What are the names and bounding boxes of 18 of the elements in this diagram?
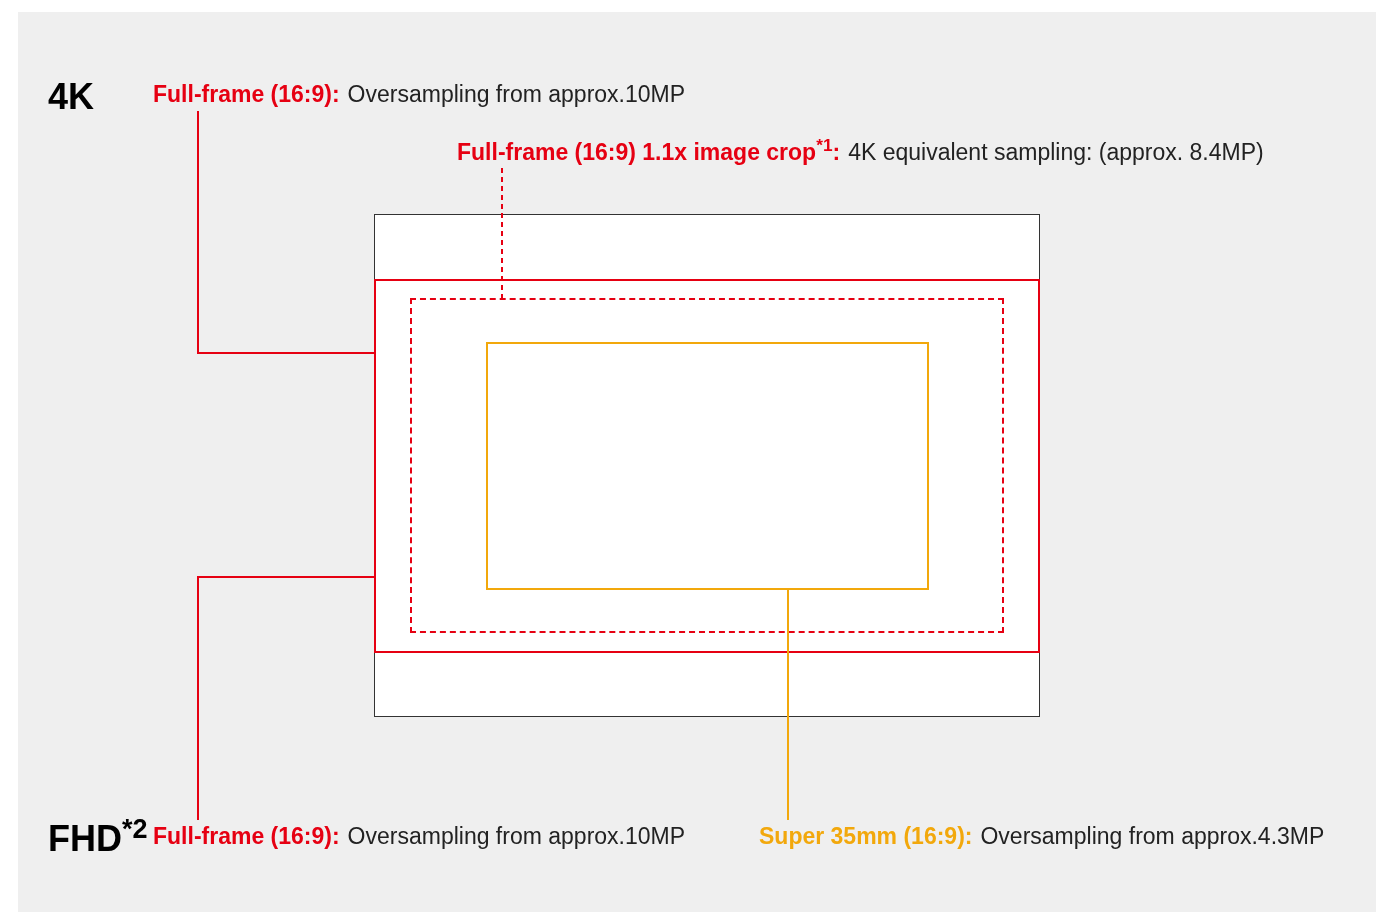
callout-text: Oversampling from approx.10MP <box>347 822 686 851</box>
frame-rectangle <box>410 298 1004 633</box>
leader-line <box>501 167 503 299</box>
callout-text: Oversampling from approx.10MP <box>347 80 686 109</box>
frame-rectangle <box>486 342 929 590</box>
format-label: 4K <box>48 75 95 119</box>
callout-text: 4K equivalent sampling: (approx. 8.4MP) <box>848 138 1264 167</box>
format-label: FHD$^{*2}$ <box>48 816 148 861</box>
callout-heading: Full-frame (16:9): <box>153 822 340 851</box>
callout-heading: Full-frame (16:9) 1.1x image crop$^{*1}$: <box>457 138 841 167</box>
callout-text: Oversampling from approx.4.3MP <box>980 822 1325 851</box>
callout-heading: Full-frame (16:9): <box>153 80 340 109</box>
leader-line <box>197 110 375 354</box>
frame-rectangle <box>374 214 1040 717</box>
callout-heading: Super 35mm (16:9): <box>759 822 973 851</box>
leader-line <box>787 589 789 821</box>
leader-line <box>197 576 375 821</box>
frame-rectangle <box>374 279 1040 653</box>
